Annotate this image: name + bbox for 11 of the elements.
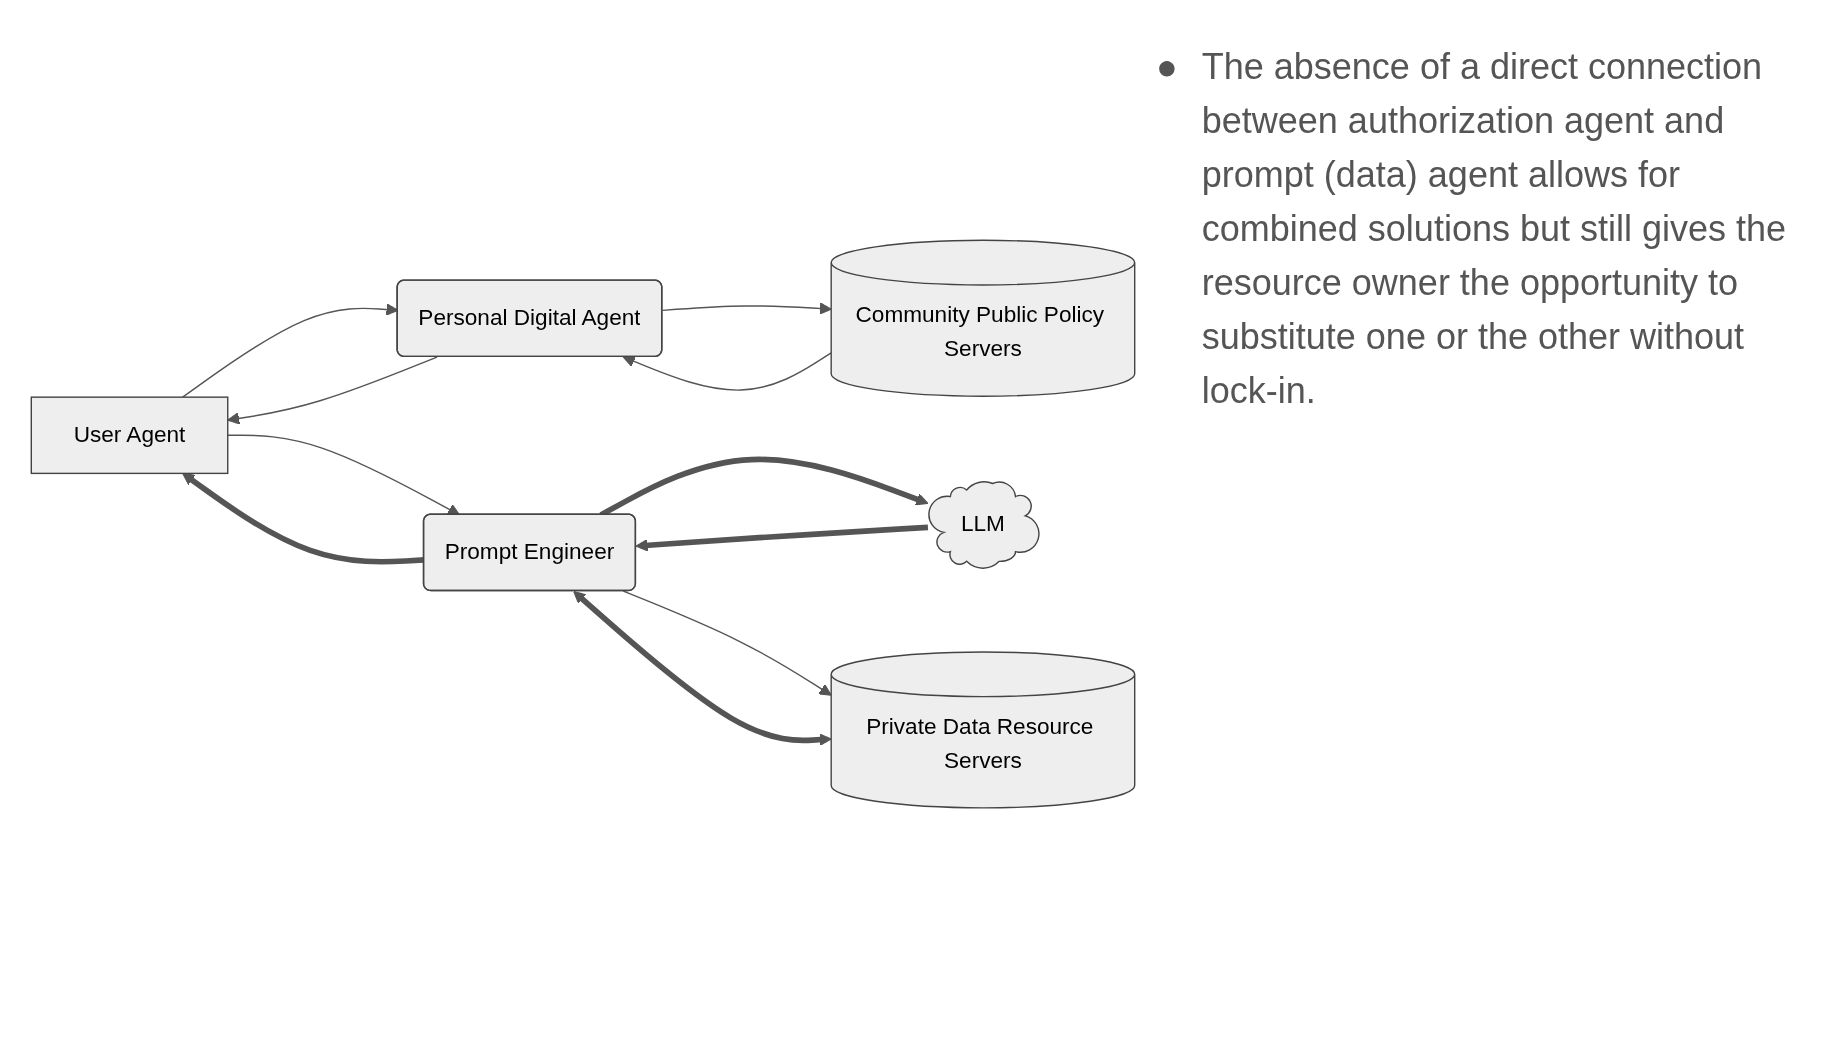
arrow: [635, 524, 929, 552]
node-box: User Agent: [30, 396, 229, 475]
note-text: ●: [1156, 45, 1178, 89]
arrow: [573, 591, 832, 747]
arrow: [227, 435, 461, 516]
arrow: [622, 352, 832, 392]
note-text: The absence of a direct connection between authorization agent and prompt (data) agent allows for combined solutions but still gives the resource owner the opportunity to substitute one or the other without lock-in.: [1201, 45, 1788, 413]
arrow: [227, 356, 438, 425]
arrow: [622, 590, 832, 697]
arrow: [182, 473, 425, 566]
arrow: [661, 302, 832, 316]
